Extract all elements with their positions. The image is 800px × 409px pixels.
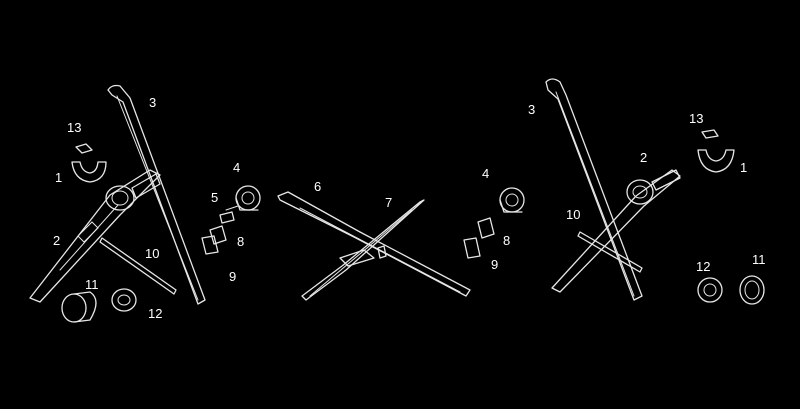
callout-2-right: 2 <box>640 150 647 165</box>
clip-part-1-right <box>697 149 735 173</box>
bracket-part-8 <box>209 225 227 245</box>
callout-7: 7 <box>385 195 392 210</box>
rod-part-10-right <box>577 231 643 273</box>
ring-part-11 <box>61 291 97 323</box>
callout-10: 10 <box>145 246 159 261</box>
callout-3-right: 3 <box>528 102 535 117</box>
bracket-part-8-right <box>477 217 495 239</box>
callout-10-right: 10 <box>566 207 580 222</box>
bracket-part-9 <box>201 235 219 255</box>
callout-8-right: 8 <box>503 233 510 248</box>
cap-part-13 <box>75 143 93 154</box>
nut-part-12 <box>111 288 137 312</box>
bolt-part-5 <box>219 205 239 224</box>
frame-part-7 <box>301 199 425 301</box>
knob-part-4-right <box>499 187 525 213</box>
callout-8: 8 <box>237 234 244 249</box>
callout-9: 9 <box>229 269 236 284</box>
clip-part-1 <box>71 161 107 183</box>
callout-1-right: 1 <box>740 160 747 175</box>
callout-3: 3 <box>149 95 156 110</box>
callout-12: 12 <box>148 306 162 321</box>
callout-4: 4 <box>233 160 240 175</box>
callout-4-right: 4 <box>482 166 489 181</box>
callout-5: 5 <box>211 190 218 205</box>
callout-13-right: 13 <box>689 111 703 126</box>
ring-part-11-right <box>739 275 765 305</box>
callout-13: 13 <box>67 120 81 135</box>
callout-11: 11 <box>85 277 99 292</box>
rod-part-10 <box>99 237 177 295</box>
bracket-part-9-right <box>463 237 481 259</box>
tube-part-3-right <box>545 78 643 301</box>
callout-6: 6 <box>314 179 321 194</box>
cap-part-13-right <box>701 129 719 139</box>
callout-2: 2 <box>53 233 60 248</box>
callout-11-right: 11 <box>752 252 766 267</box>
center-assembly: 6 7 <box>277 179 471 301</box>
left-assembly: 3 13 1 2 10 11 12 4 5 8 9 <box>29 84 261 323</box>
tube-part-3 <box>107 84 206 305</box>
nut-part-12-right <box>697 277 723 303</box>
callout-12-right: 12 <box>696 259 710 274</box>
leg-part-2-right <box>551 169 681 293</box>
callout-1: 1 <box>55 170 62 185</box>
frame-part-6 <box>277 191 471 297</box>
right-assembly: 4 8 9 3 2 10 13 1 12 11 <box>463 78 766 305</box>
leg-part-2 <box>29 169 161 303</box>
callout-9-right: 9 <box>491 257 498 272</box>
knob-part-4 <box>235 185 261 211</box>
